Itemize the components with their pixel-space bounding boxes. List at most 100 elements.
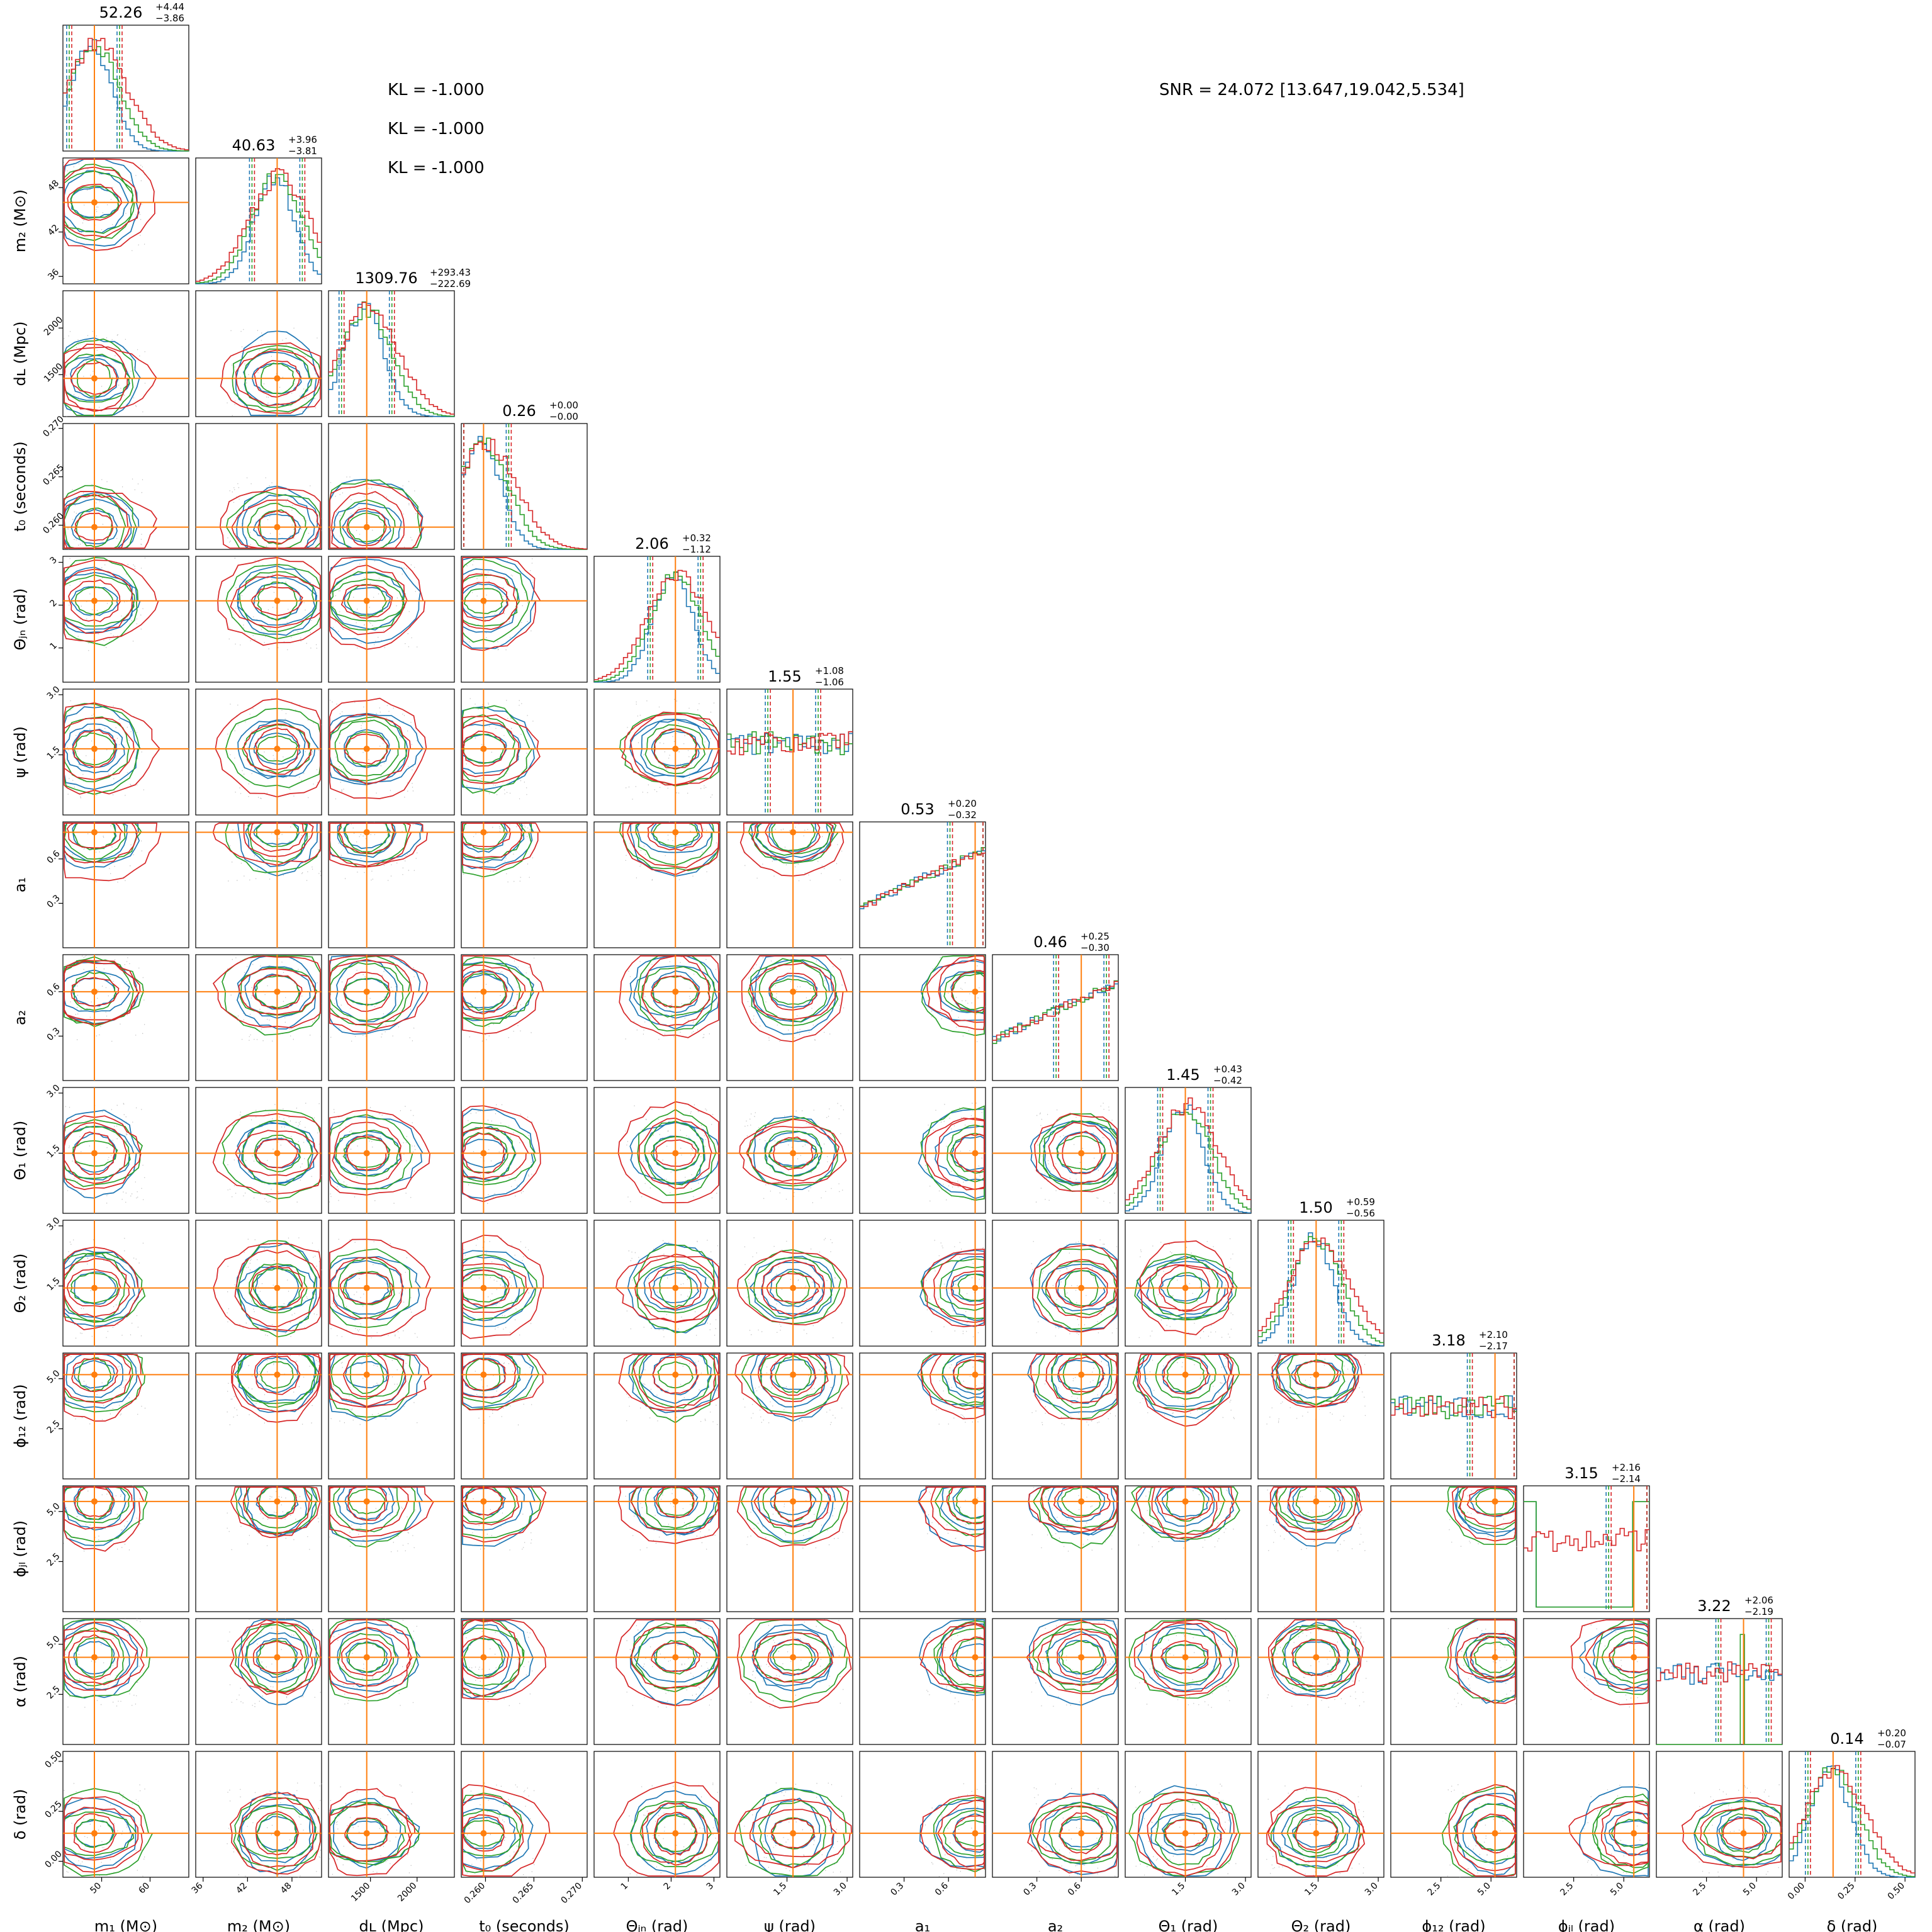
panel-13-4 [593, 1751, 721, 1878]
truth-point [91, 1654, 98, 1661]
panel-frame [195, 1087, 322, 1214]
panel-7-6 [859, 954, 986, 1081]
scatter-samples [926, 1240, 987, 1337]
y-tick-label: 36 [46, 267, 61, 282]
panel-13-1 [195, 1751, 322, 1878]
param-title-3: 0.26 [502, 402, 536, 420]
x-axis-label-0: m₁ (M⊙) [94, 1918, 157, 1932]
truth-point [274, 1150, 281, 1157]
diag-panel-12: 3.22+2.06−2.19 [1656, 1595, 1783, 1745]
y-tick-label: 1.5 [45, 1276, 62, 1293]
param-title-plus: +2.06 [1744, 1595, 1773, 1606]
x-tick-label: 1.5 [1303, 1881, 1320, 1898]
truth-point [363, 745, 370, 752]
panel-13-2 [328, 1751, 455, 1878]
x-tick-label: 2.5 [1558, 1881, 1575, 1898]
panel-10-3 [461, 1352, 588, 1480]
contour-series-2 [64, 823, 162, 882]
panel-frame [859, 1618, 986, 1745]
panel-12-1 [195, 1618, 322, 1745]
contour-series-2 [1451, 1486, 1516, 1542]
panel-9-6 [859, 1220, 987, 1347]
truth-point [1740, 1830, 1747, 1837]
y-tick-label: 3.0 [45, 1083, 62, 1100]
truth-point [672, 1498, 679, 1505]
panel-frame [992, 1087, 1119, 1214]
y-tick-label: 48 [46, 178, 61, 193]
param-title-plus: +0.00 [549, 400, 578, 411]
panel-13-12 [1656, 1751, 1783, 1878]
panel-frame [62, 1220, 189, 1347]
x-tick-label: 0.3 [1021, 1881, 1038, 1898]
truth-point [972, 988, 979, 995]
y-tick-label: 3 [48, 555, 59, 566]
panel-5-1 [195, 688, 322, 816]
param-title-plus: +0.25 [1081, 931, 1109, 942]
y-tick-label: 3.0 [45, 685, 62, 702]
y-axis-8: 1.53.0Θ₁ (rad) [11, 1083, 63, 1180]
panel-frame [461, 688, 588, 816]
y-tick-label: 2.5 [45, 1684, 62, 1701]
panel-12-6 [859, 1618, 986, 1745]
contour-series-2 [329, 823, 428, 868]
truth-point [91, 1830, 98, 1837]
panel-frame [62, 821, 189, 948]
kl-annotation-3: KL = -1.000 [388, 159, 485, 177]
panel-12-0 [62, 1618, 189, 1745]
truth-point [91, 1284, 98, 1291]
panel-11-8 [1125, 1485, 1252, 1612]
truth-point [1313, 1371, 1320, 1378]
scatter-samples [1135, 1783, 1237, 1877]
panel-11-4 [593, 1485, 721, 1612]
panel-13-9 [1257, 1751, 1384, 1878]
panel-6-2 [328, 821, 455, 948]
diag-panel-1: 40.63+3.96−3.81 [195, 134, 322, 284]
x-tick-label: 0.3 [889, 1881, 906, 1898]
truth-point [1078, 1830, 1085, 1837]
x-axis-label-2: dʟ (Mpc) [359, 1918, 424, 1932]
contour-series-2 [462, 1354, 548, 1411]
panel-4-3 [461, 556, 588, 683]
hist-series-1 [1524, 1501, 1649, 1608]
param-title-plus: +0.59 [1346, 1196, 1375, 1208]
param-title-10: 3.18 [1432, 1332, 1465, 1349]
truth-point [790, 1150, 797, 1157]
x-tick-label: 0.265 [511, 1881, 536, 1906]
panel-11-3 [461, 1485, 588, 1612]
truth-point [363, 597, 370, 604]
truth-point [480, 988, 487, 995]
panel-frame [195, 688, 322, 816]
panel-10-9 [1257, 1352, 1384, 1480]
panel-frame [328, 556, 455, 683]
param-title-4: 2.06 [635, 535, 668, 553]
panel-7-5 [726, 954, 853, 1081]
panel-frame [726, 1485, 853, 1612]
y-tick-label: 2 [48, 598, 59, 609]
panel-3-2 [328, 423, 455, 550]
diag-frame [1523, 1485, 1650, 1612]
y-tick-label: 2000 [42, 315, 65, 338]
panel-frame [859, 1352, 986, 1480]
panel-12-7 [992, 1618, 1119, 1745]
panel-13-3 [461, 1751, 588, 1878]
x-tick-label: 0.6 [933, 1880, 950, 1897]
x-axis-label-9: Θ₂ (rad) [1291, 1918, 1351, 1932]
param-title-minus: −3.81 [288, 145, 317, 157]
hist-series-1 [1789, 1767, 1915, 1877]
hist-series-2 [727, 731, 853, 756]
hist-series-2 [329, 301, 454, 415]
truth-point [91, 1371, 98, 1378]
hist-series-2 [860, 852, 986, 907]
x-tick-label: 0.50 [1886, 1881, 1907, 1902]
param-title-minus: −2.17 [1479, 1340, 1508, 1352]
y-axis-label-10: ϕ₁₂ (rad) [11, 1384, 29, 1447]
panel-frame [62, 1485, 189, 1612]
y-axis-label-5: ψ (rad) [11, 726, 29, 778]
scatter-samples [1031, 1239, 1118, 1337]
x-tick-label: 0.6 [1066, 1880, 1083, 1897]
scatter-samples [63, 1783, 145, 1877]
truth-point [1078, 1371, 1085, 1378]
